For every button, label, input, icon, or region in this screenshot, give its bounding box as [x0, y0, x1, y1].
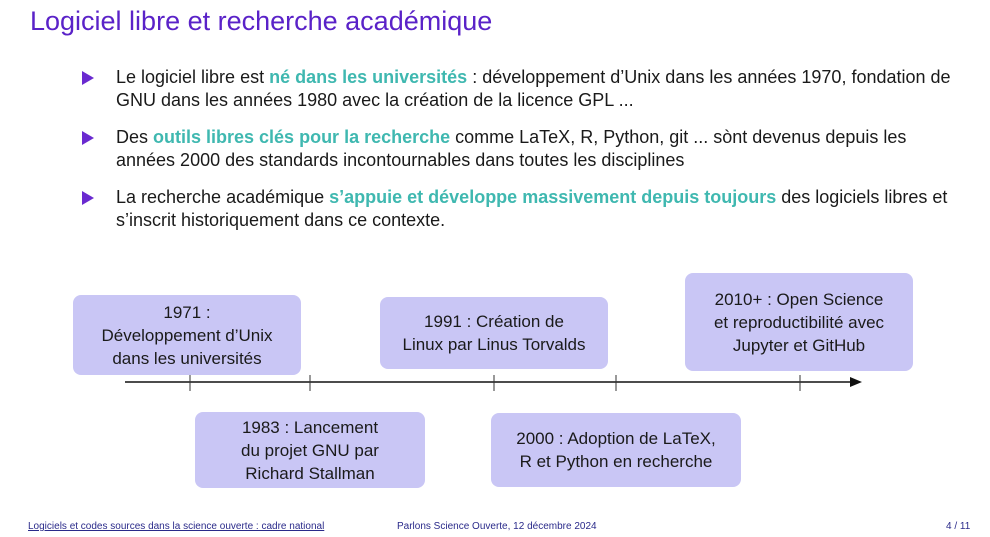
event-text: Jupyter et GitHub [732, 335, 866, 355]
bullet-list: Le logiciel libre est né dans les univer… [80, 66, 960, 246]
bullet-text: Des [116, 127, 154, 147]
event-text: 2010+ : Open Science [714, 289, 884, 309]
triangle-bullet-icon [82, 71, 94, 85]
bullet-item: Le logiciel libre est né dans les univer… [80, 66, 960, 112]
event-text: 1983 : Lancement [241, 417, 379, 437]
timeline-event-1971: 1971 : Développement d’Unix dans les uni… [73, 295, 301, 375]
event-text: du projet GNU par [241, 440, 379, 460]
timeline-event-1983: 1983 : Lancement du projet GNU par Richa… [195, 412, 425, 488]
bullet-item: La recherche académique s’appuie et déve… [80, 186, 960, 232]
bullet-highlight: outils libres clés pour la recherche [153, 127, 451, 147]
event-text: Richard Stallman [245, 463, 375, 483]
triangle-bullet-icon [82, 131, 94, 145]
footer-event-info: Parlons Science Ouverte, 12 décembre 202… [397, 521, 597, 532]
bullet-highlight: s’appuie et développe massivement depuis… [329, 187, 777, 207]
event-text: 1991 : Création de [424, 312, 564, 331]
timeline-event-2010: 2010+ : Open Science et reproductibilité… [685, 273, 913, 371]
slide-title: Logiciel libre et recherche académique [30, 6, 493, 36]
bullet-highlight: né dans les universités [269, 67, 468, 87]
event-text: Linux par Linus Torvalds [402, 335, 586, 354]
event-text: dans les universités [112, 348, 262, 368]
page-indicator: 4 / 11 [946, 521, 971, 532]
event-text: 1971 : [163, 302, 211, 322]
timeline-arrowhead [850, 377, 862, 387]
event-text: Développement d’Unix [101, 325, 273, 345]
bullet-text: Le logiciel libre est [116, 67, 270, 87]
timeline-event-1991: 1991 : Création de Linux par Linus Torva… [380, 297, 608, 369]
event-text: R et Python en recherche [519, 452, 713, 471]
bullet-item: Des outils libres clés pour la recherche… [80, 126, 960, 172]
bullet-text: des logiciels libres et s’inscrit histor… [116, 187, 948, 230]
triangle-bullet-icon [82, 191, 94, 205]
bullet-text: La recherche académique [116, 187, 330, 207]
timeline-event-2000: 2000 : Adoption de LaTeX, R et Python en… [491, 413, 741, 487]
footer-presentation-link[interactable]: Logiciels et codes sources dans la scien… [28, 521, 325, 532]
event-text: et reproductibilité avec [713, 312, 885, 332]
event-text: 2000 : Adoption de LaTeX, [516, 429, 716, 448]
bullet-text: : développement d’Unix dans les années 1… [116, 67, 951, 110]
bullet-text: comme LaTeX, R, Python, git ... sònt dev… [116, 127, 907, 170]
